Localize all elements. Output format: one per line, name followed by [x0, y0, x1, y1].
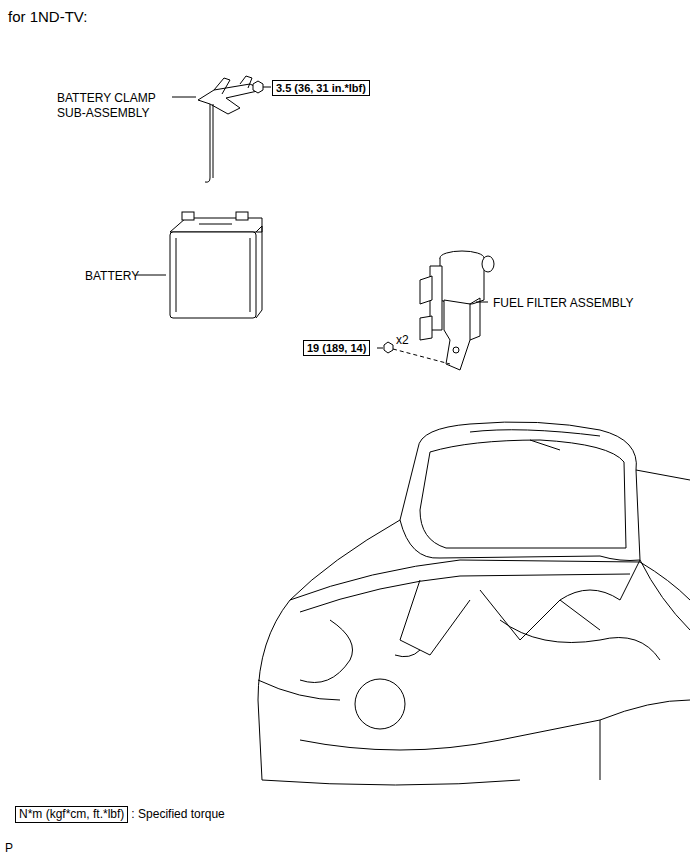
torque-box: 3.5 (36, 31 in.*lbf) [272, 80, 370, 96]
part-name: BATTERY CLAMP SUB-ASSEMBLY [57, 91, 167, 121]
battery-drawing [136, 212, 262, 318]
vehicle-front-drawing [258, 422, 690, 785]
fuel-filter-drawing [377, 251, 494, 370]
torque-value: N*m (kgf*cm, ft.*lbf) [19, 807, 124, 821]
part-name: BATTERY [85, 269, 139, 284]
page-mark: P [5, 841, 13, 854]
quantity: x2 [396, 333, 409, 348]
diagram-title: for 1ND-TV: [8, 8, 87, 26]
battery-clamp-drawing [172, 76, 271, 182]
legend-text: : Specified torque [131, 807, 224, 822]
torque-value: 19 (189, 14) [307, 342, 366, 354]
legend-torque-box: N*m (kgf*cm, ft.*lbf) [15, 806, 128, 823]
part-name: FUEL FILTER ASSEMBLY [493, 296, 633, 311]
torque-value: 3.5 (36, 31 in.*lbf) [276, 82, 366, 94]
torque-box: 19 (189, 14) [303, 340, 370, 356]
